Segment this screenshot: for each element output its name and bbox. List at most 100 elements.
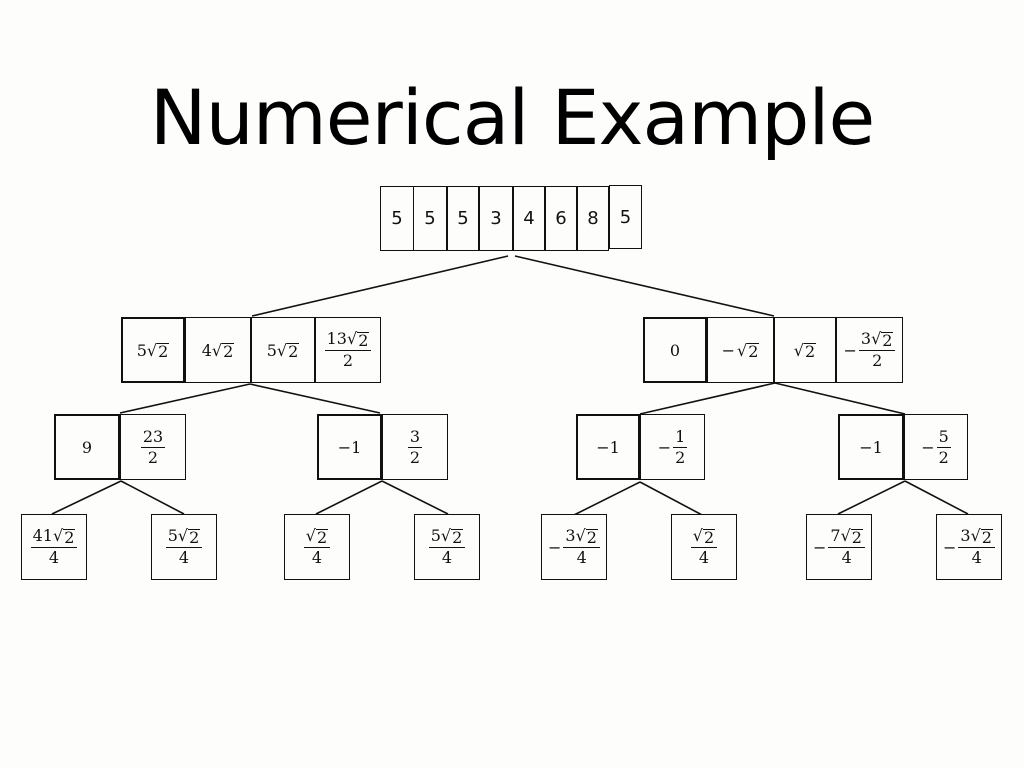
expression: 4√2 xyxy=(202,341,235,360)
radical-expression: √2 xyxy=(693,527,716,546)
tree-edge xyxy=(315,480,383,515)
root-cell-5: 6 xyxy=(545,186,577,251)
coefficient: 5 xyxy=(430,526,441,545)
radicand: 2 xyxy=(357,331,370,350)
denominator: 4 xyxy=(841,548,852,567)
coefficient: 5 xyxy=(167,526,178,545)
leaf-cell-1: 5√2 4 xyxy=(151,514,217,580)
radical-expression: √2 xyxy=(737,340,760,360)
root-value: 5 xyxy=(457,208,469,229)
coefficient: 5 xyxy=(136,340,147,360)
level1-group1-cell-1: −√2 xyxy=(707,317,774,383)
minus-sign: − xyxy=(843,340,857,360)
tree-edge xyxy=(381,480,449,515)
value-text: −1 xyxy=(859,437,883,457)
sqrt-symbol: √ xyxy=(276,340,288,360)
expression: 5√2 4 xyxy=(165,527,203,567)
tree-edge xyxy=(904,480,969,515)
sqrt-symbol: √ xyxy=(440,526,452,545)
radicand: 2 xyxy=(451,528,464,547)
radical-expression: 13√2 xyxy=(327,330,370,349)
radicand: 2 xyxy=(316,528,329,547)
numerator: 3√2 xyxy=(958,527,995,548)
fraction: 5√2 4 xyxy=(165,527,203,567)
value-text: 0 xyxy=(669,340,681,360)
numerator: 41√2 xyxy=(30,526,78,548)
numerator: 5√2 xyxy=(428,526,466,548)
minus-sign: − xyxy=(548,537,562,557)
root-cell-6: 8 xyxy=(577,186,609,251)
radical-expression: 3√2 xyxy=(565,527,598,546)
root-cell-0: 5 xyxy=(380,186,414,251)
leaf-cell-7: −3√2 4 xyxy=(936,514,1002,580)
level1-group1-cell-2: √2 xyxy=(774,317,836,383)
numerator: 3√2 xyxy=(563,527,600,548)
coefficient: 5 xyxy=(266,340,277,360)
tree-edge xyxy=(774,382,906,415)
minus-sign: − xyxy=(943,537,957,557)
root-cell-7: 5 xyxy=(609,185,642,249)
denominator: 4 xyxy=(48,548,60,567)
expression: 5√2 xyxy=(137,341,170,360)
sqrt-symbol: √ xyxy=(840,526,851,545)
radicand: 2 xyxy=(287,341,300,361)
radical-expression: 4√2 xyxy=(202,341,235,360)
expression: −3√2 4 xyxy=(943,527,995,567)
denominator: 2 xyxy=(147,447,159,467)
radical-expression: 5√2 xyxy=(168,527,201,546)
sqrt-symbol: √ xyxy=(146,340,158,360)
denominator: 4 xyxy=(576,548,587,567)
coefficient: 7 xyxy=(830,526,841,545)
radical-expression: 3√2 xyxy=(960,527,993,546)
expression: −3√2 4 xyxy=(548,527,600,567)
root-value: 8 xyxy=(587,208,599,229)
radicand: 2 xyxy=(804,341,817,361)
expression: 0 xyxy=(670,341,680,360)
denominator: 4 xyxy=(971,548,982,567)
level2-group1-cell-0: −1 xyxy=(317,414,382,480)
root-value: 5 xyxy=(391,208,403,229)
numerator: 3√2 xyxy=(858,330,896,351)
tree-edge xyxy=(571,481,641,517)
denominator: 4 xyxy=(178,548,190,567)
minus-sign: − xyxy=(657,437,672,457)
tree-edge xyxy=(514,255,775,317)
tree-edge xyxy=(249,383,381,414)
coefficient: 4 xyxy=(201,340,212,360)
radicand: 2 xyxy=(980,528,993,547)
numerator: 13√2 xyxy=(324,330,372,351)
sqrt-symbol: √ xyxy=(737,340,748,360)
numerator: 5 xyxy=(936,426,951,448)
root-cell-3: 3 xyxy=(479,186,513,251)
denominator: 2 xyxy=(342,351,354,370)
coefficient: 13 xyxy=(326,329,347,348)
radical-expression: 5√2 xyxy=(137,341,170,360)
level1-group0-cell-2: 5√2 xyxy=(251,317,315,383)
root-value: 5 xyxy=(424,208,436,229)
coefficient: 41 xyxy=(32,526,53,545)
tree-edge xyxy=(639,481,705,517)
